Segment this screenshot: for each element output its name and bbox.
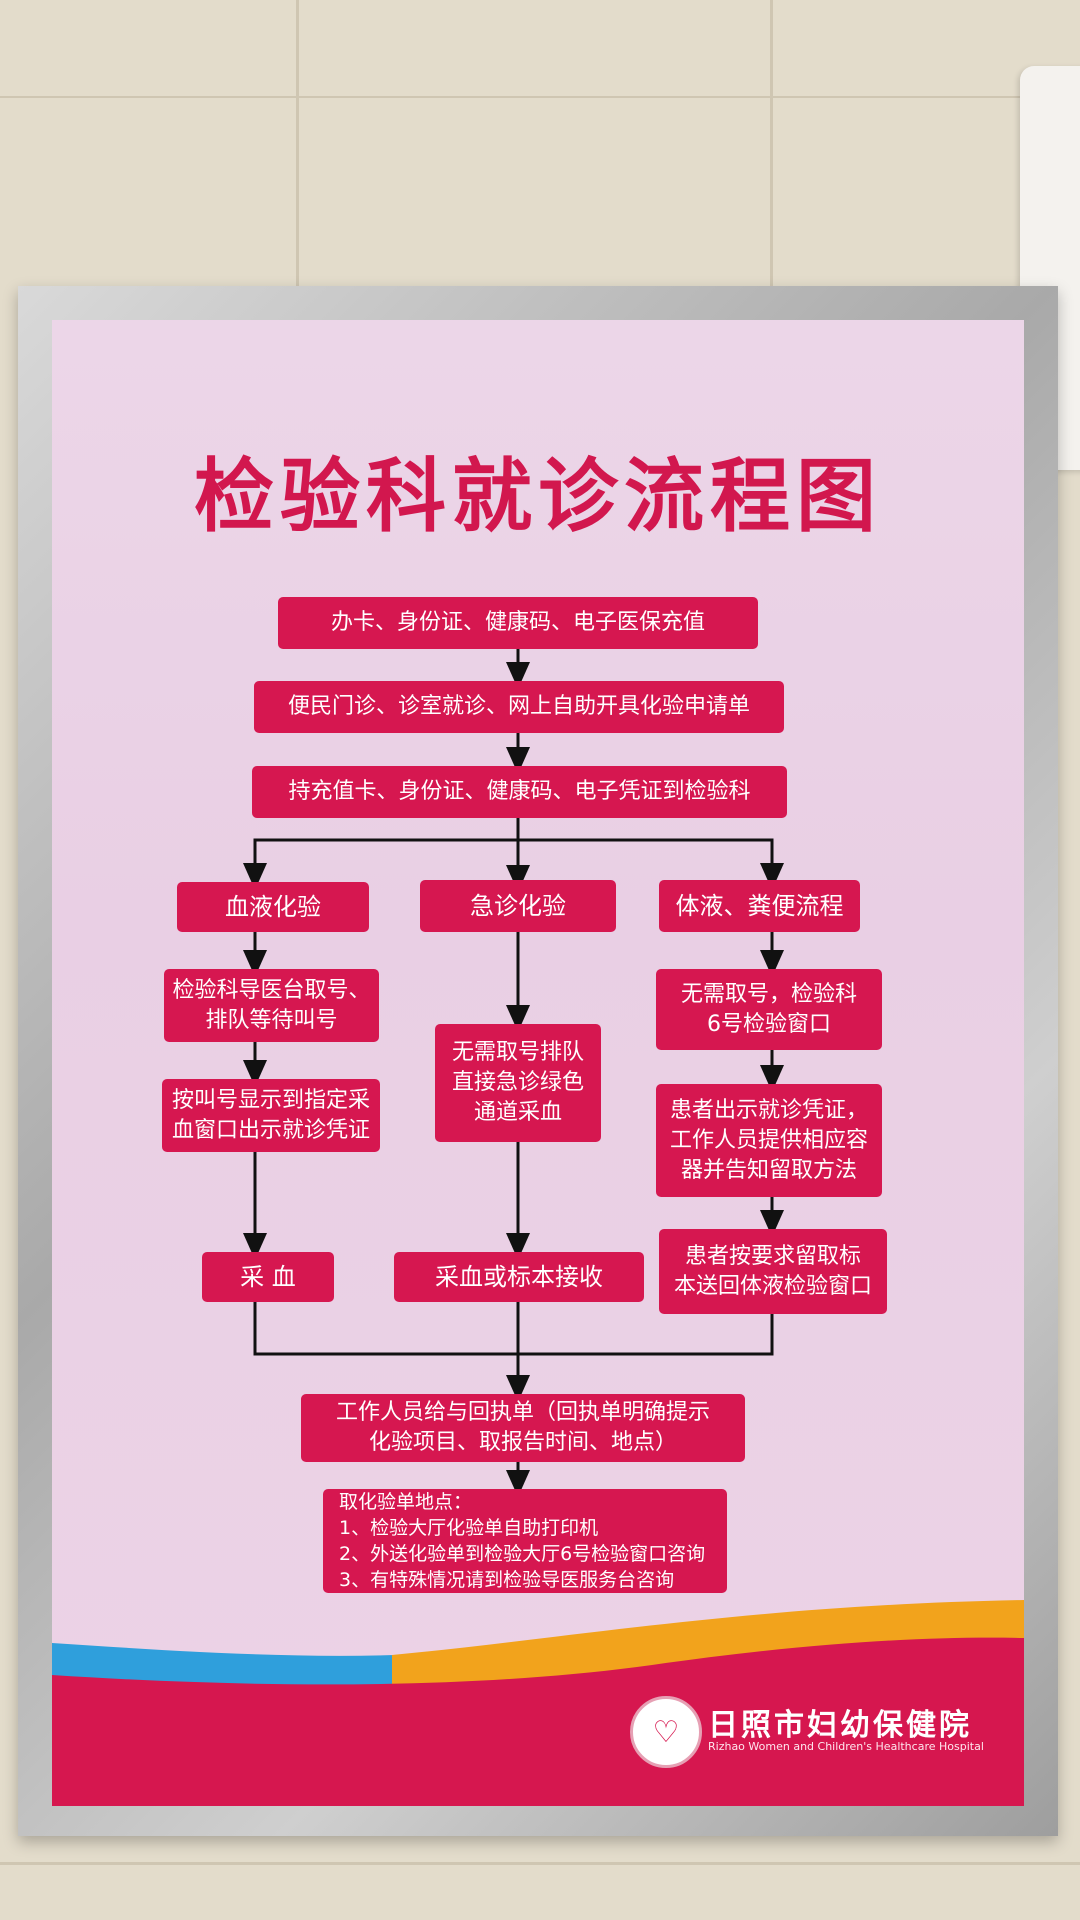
poster: 检验科就诊流程图 办卡、身份证、健康码、电 (52, 320, 1024, 1806)
fluid-step-return: 患者按要求留取标 本送回体液检验窗口 (659, 1229, 887, 1314)
fluid-step-container: 患者出示就诊凭证， 工作人员提供相应容 器并告知留取方法 (656, 1084, 882, 1197)
step-go-to-lab: 持充值卡、身份证、健康码、电子凭证到检验科 (252, 766, 787, 818)
wall-seam (0, 1862, 1080, 1865)
wall-seam (296, 0, 299, 300)
pickup-locations: 取化验单地点： 1、检验大厅化验单自助打印机 2、外送化验单到检验大厅6号检验窗… (323, 1489, 727, 1593)
pickup-item: 2、外送化验单到检验大厅6号检验窗口咨询 (339, 1543, 706, 1565)
fluid-step-window: 无需取号，检验科 6号检验窗口 (656, 969, 882, 1050)
blood-step-window: 按叫号显示到指定采 血窗口出示就诊凭证 (162, 1079, 380, 1152)
branch-emergency-title: 急诊化验 (420, 880, 616, 932)
flow-connectors (243, 649, 784, 1497)
pickup-item: 1、检验大厅化验单自助打印机 (339, 1517, 599, 1539)
step-card-register: 办卡、身份证、健康码、电子医保充值 (278, 597, 758, 649)
emergency-step-receive: 采血或标本接收 (394, 1252, 644, 1302)
wall-seam (0, 96, 1020, 98)
blood-step-queue: 检验科导医台取号、 排队等待叫号 (164, 969, 379, 1042)
poster-title: 检验科就诊流程图 (194, 450, 882, 543)
hospital-logo-icon: ♡ (630, 1696, 702, 1768)
step-clinic-request: 便民门诊、诊室就诊、网上自助开具化验申请单 (254, 681, 784, 733)
pickup-heading: 取化验单地点： (339, 1491, 473, 1513)
pickup-item: 3、有特殊情况请到检验导医服务台咨询 (339, 1569, 675, 1591)
blood-step-draw: 采 血 (202, 1252, 334, 1302)
branch-blood-title: 血液化验 (177, 882, 369, 932)
emergency-step-green-channel: 无需取号排队 直接急诊绿色 通道采血 (435, 1024, 601, 1142)
wall-seam (770, 0, 773, 290)
hospital-name-english: Rizhao Women and Children's Healthcare H… (708, 1740, 984, 1753)
step-receipt: 工作人员给与回执单（回执单明确提示 化验项目、取报告时间、地点） (301, 1394, 745, 1462)
branch-fluid-title: 体液、粪便流程 (659, 880, 860, 932)
decorative-wave (52, 1600, 1024, 1806)
hospital-name: 日照市妇幼保健院 (708, 1708, 972, 1743)
